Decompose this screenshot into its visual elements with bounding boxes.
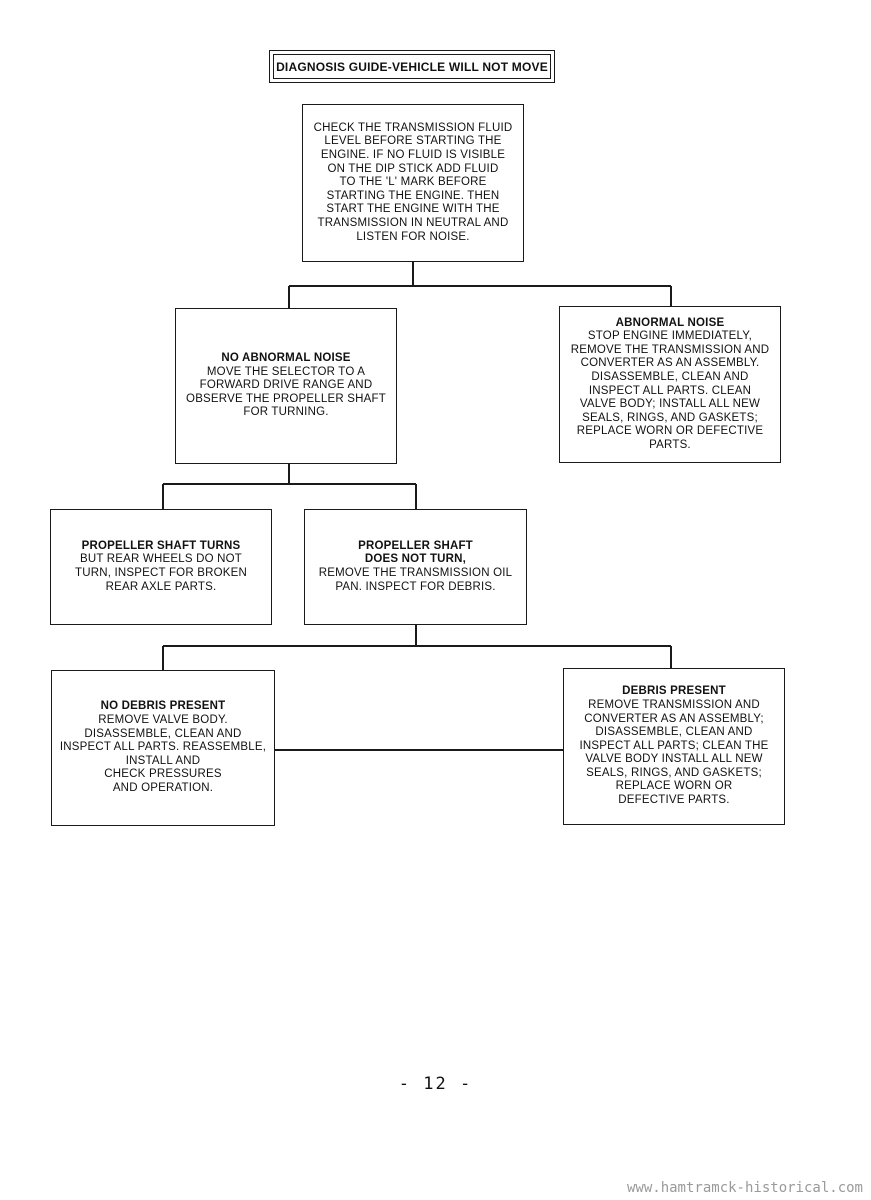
shaft-not-turn-text: REMOVE THE TRANSMISSION OIL PAN. INSPECT… [318,567,513,593]
shaft-turns-text: BUT REAR WHEELS DO NOT TURN, INSPECT FOR… [75,553,247,593]
diagram-title-frame: DIAGNOSIS GUIDE-VEHICLE WILL NOT MOVE [269,50,555,83]
shaft-not-turn-box: PROPELLER SHAFT DOES NOT TURN, REMOVE TH… [304,509,527,625]
shaft-turns-box: PROPELLER SHAFT TURNS BUT REAR WHEELS DO… [50,509,272,625]
start-check-fluid-text: CHECK THE TRANSMISSION FLUID LEVEL BEFOR… [313,121,513,243]
no-debris-heading: NO DEBRIS PRESENT [100,700,226,713]
no-abnormal-noise-box: NO ABNORMAL NOISE MOVE THE SELECTOR TO A… [175,308,397,464]
debris-heading: DEBRIS PRESENT [622,685,726,698]
no-abnormal-noise-text: MOVE THE SELECTOR TO A FORWARD DRIVE RAN… [186,365,386,419]
abnormal-noise-text: STOP ENGINE IMMEDIATELY, REMOVE THE TRAN… [570,330,770,451]
shaft-turns-heading: PROPELLER SHAFT TURNS [81,539,241,552]
start-check-fluid-box: CHECK THE TRANSMISSION FLUID LEVEL BEFOR… [302,104,524,262]
abnormal-noise-heading: ABNORMAL NOISE [615,316,725,329]
no-debris-box: NO DEBRIS PRESENT REMOVE VALVE BODY. DIS… [51,670,275,826]
diagram-title: DIAGNOSIS GUIDE-VEHICLE WILL NOT MOVE [273,54,551,79]
debris-text: REMOVE TRANSMISSION AND CONVERTER AS AN … [579,698,769,807]
abnormal-noise-box: ABNORMAL NOISE STOP ENGINE IMMEDIATELY, … [559,306,781,463]
shaft-not-turn-heading: PROPELLER SHAFT DOES NOT TURN, [358,539,473,566]
watermark-url: www.hamtramck-historical.com [626,1180,863,1196]
no-abnormal-noise-heading: NO ABNORMAL NOISE [221,352,351,365]
debris-box: DEBRIS PRESENT REMOVE TRANSMISSION AND C… [563,668,785,825]
no-debris-text: REMOVE VALVE BODY. DISASSEMBLE, CLEAN AN… [59,714,267,794]
page-number: - 12 - [398,1074,473,1094]
